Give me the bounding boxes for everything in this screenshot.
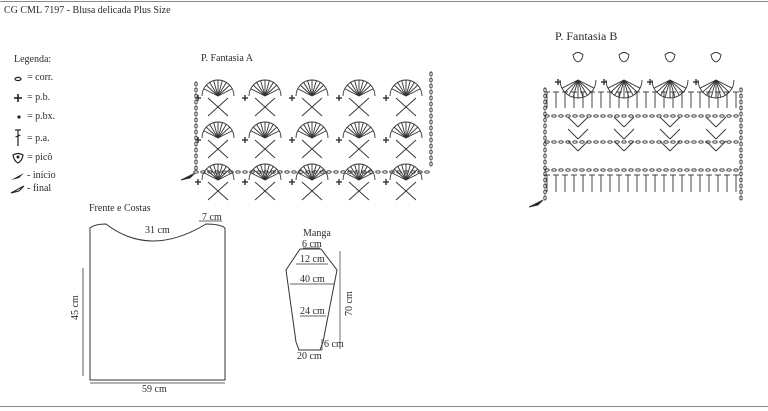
sleeve-cuff-width-label: 20 cm bbox=[297, 351, 322, 362]
sleeve-top-width-label: 6 cm bbox=[302, 239, 322, 250]
sleeve-upper-width-label: 12 cm bbox=[300, 254, 325, 265]
pb-symbol-icon bbox=[14, 94, 22, 102]
end-arrow-icon bbox=[10, 185, 25, 194]
sleeve-mid-width-label: 24 cm bbox=[300, 306, 325, 317]
legend-item-text: = corr. bbox=[27, 72, 54, 83]
pa-symbol-icon bbox=[15, 129, 21, 146]
legend-item-text: = picô bbox=[27, 152, 53, 163]
bottom-width-label: 59 cm bbox=[142, 384, 167, 395]
pico-symbol-icon bbox=[12, 152, 24, 164]
legend-item-text: = p.b. bbox=[27, 92, 51, 103]
body-height-label: 45 cm bbox=[70, 295, 81, 320]
pattern-a-title: P. Fantasia A bbox=[201, 53, 253, 64]
neck-width-label: 31 cm bbox=[145, 225, 170, 236]
top-rule bbox=[0, 1, 768, 2]
sleeve-length-label: 70 cm bbox=[344, 291, 355, 316]
sleeve-cap-width-label: 40 cm bbox=[300, 274, 325, 285]
legend-item-text: - início bbox=[27, 170, 56, 181]
legend-item-text: = p.a. bbox=[27, 133, 50, 144]
corr-symbol-icon bbox=[14, 76, 22, 82]
pbx-symbol-icon bbox=[17, 115, 21, 119]
legend-heading: Legenda: bbox=[14, 54, 52, 65]
legend-item-text: - final bbox=[27, 183, 52, 194]
bottom-rule bbox=[0, 406, 768, 407]
shoulder-width-label: 7 cm bbox=[202, 212, 222, 223]
start-arrow-icon bbox=[11, 173, 24, 180]
document-title: CG CML 7197 - Blusa delicada Plus Size bbox=[4, 5, 171, 16]
sleeve-label: Manga bbox=[303, 228, 331, 239]
legend-item-text: = p.bx. bbox=[27, 111, 56, 122]
sleeve-cuff-height-label: 6 cm bbox=[324, 339, 344, 350]
pattern-b-title: P. Fantasia B bbox=[555, 29, 618, 43]
front-back-label: Frente e Costas bbox=[89, 203, 151, 214]
